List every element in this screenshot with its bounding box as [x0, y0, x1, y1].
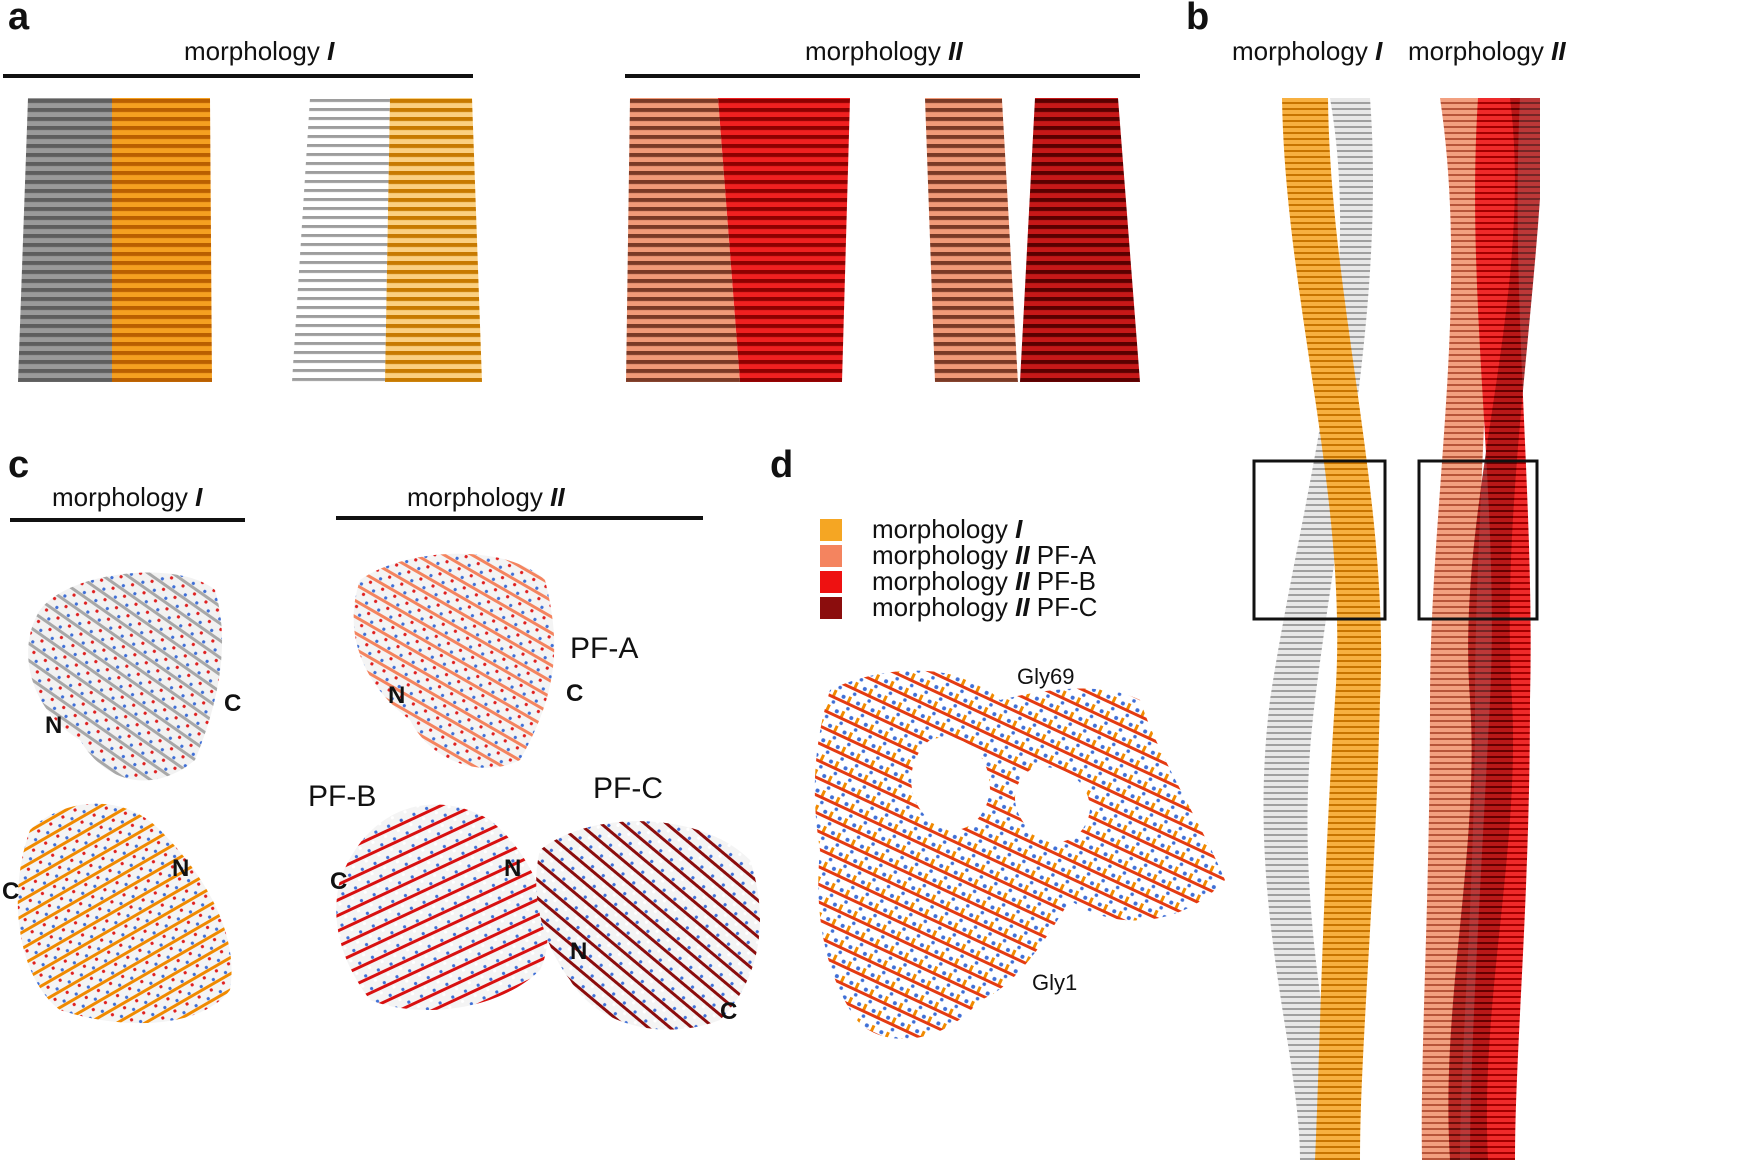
legend-suffix: PF-B: [1036, 566, 1097, 596]
legend-text: morphology: [872, 514, 1008, 544]
panel-c-morphology-II-title: morphology II: [407, 482, 565, 513]
panel-a-morphology-II-rule: [625, 74, 1140, 78]
roman-numeral: II: [1551, 36, 1566, 66]
panel-a-morphology-II-title: morphology II: [805, 36, 963, 67]
legend-item-morphology-II-pf-c: morphology II PF-C: [820, 592, 1097, 623]
legend-swatch: [820, 544, 842, 567]
terminus-n-label: N: [45, 712, 63, 739]
legend-swatch: [820, 596, 842, 619]
legend-swatch: [820, 570, 842, 593]
legend-text: morphology: [872, 566, 1008, 596]
protofilament-b-label: PF-B: [308, 780, 377, 813]
residue-label-gly69: Gly69: [1017, 664, 1075, 689]
protofilament-c-label: PF-C: [593, 772, 663, 805]
panel-a-morphology-I-rule: [3, 74, 473, 78]
morphology-word: morphology: [52, 482, 188, 512]
terminus-n-label: N: [504, 855, 522, 882]
panel-c-morphology-I-title: morphology I: [52, 482, 202, 513]
roman-numeral: II: [550, 482, 565, 512]
legend-numeral: II: [1015, 566, 1030, 596]
panel-b-twisted-fibrils: [1252, 98, 1540, 1160]
panel-b-morphology-I-title: morphology I: [1232, 36, 1382, 67]
panel-a-letter: a: [8, 0, 30, 38]
legend-item-morphology-II-pf-a: morphology II PF-A: [820, 540, 1096, 571]
legend-suffix: PF-C: [1036, 592, 1098, 622]
terminus-n-label: N: [172, 855, 190, 882]
panel-d-letter: d: [770, 444, 794, 486]
morphology-word: morphology: [407, 482, 543, 512]
legend-item-morphology-II-pf-b: morphology II PF-B: [820, 566, 1096, 597]
panel-b-morphology-II-title: morphology II: [1408, 36, 1566, 67]
terminus-c-label: C: [330, 868, 348, 895]
roman-numeral: I: [1375, 36, 1383, 66]
terminus-c-label: C: [566, 680, 584, 707]
roman-numeral: II: [948, 36, 963, 66]
terminus-n-label: N: [570, 938, 588, 965]
panel-c-letter: c: [8, 444, 30, 486]
panel-d-superposition: [814, 670, 1225, 1039]
residue-label-gly1: Gly1: [1032, 970, 1078, 995]
terminus-c-label: C: [720, 998, 738, 1025]
legend-item-morphology-I: morphology I: [820, 514, 1022, 545]
legend-suffix: PF-A: [1036, 540, 1097, 570]
panel-a-morphology-I-title: morphology I: [184, 36, 334, 67]
legend-text: morphology: [872, 540, 1008, 570]
panel-b-letter: b: [1186, 0, 1210, 38]
morphology-word: morphology: [1232, 36, 1368, 66]
morphology-word: morphology: [1408, 36, 1544, 66]
roman-numeral: I: [327, 36, 335, 66]
legend-text: morphology: [872, 592, 1008, 622]
morphology-word: morphology: [805, 36, 941, 66]
panel-c-morphology-I-rule: [10, 518, 245, 522]
terminus-c-label: C: [2, 878, 20, 905]
terminus-c-label: C: [224, 690, 242, 717]
roman-numeral: I: [195, 482, 203, 512]
panel-a-fibril-renderings: [18, 98, 1140, 382]
legend-swatch: [820, 518, 842, 541]
legend-numeral: II: [1015, 540, 1030, 570]
terminus-n-label: N: [388, 682, 406, 709]
panel-c-structures: [17, 553, 760, 1030]
legend-numeral: II: [1015, 592, 1030, 622]
legend-numeral: I: [1015, 514, 1023, 544]
morphology-word: morphology: [184, 36, 320, 66]
protofilament-a-label: PF-A: [570, 632, 639, 665]
panel-c-morphology-II-rule: [336, 516, 703, 520]
